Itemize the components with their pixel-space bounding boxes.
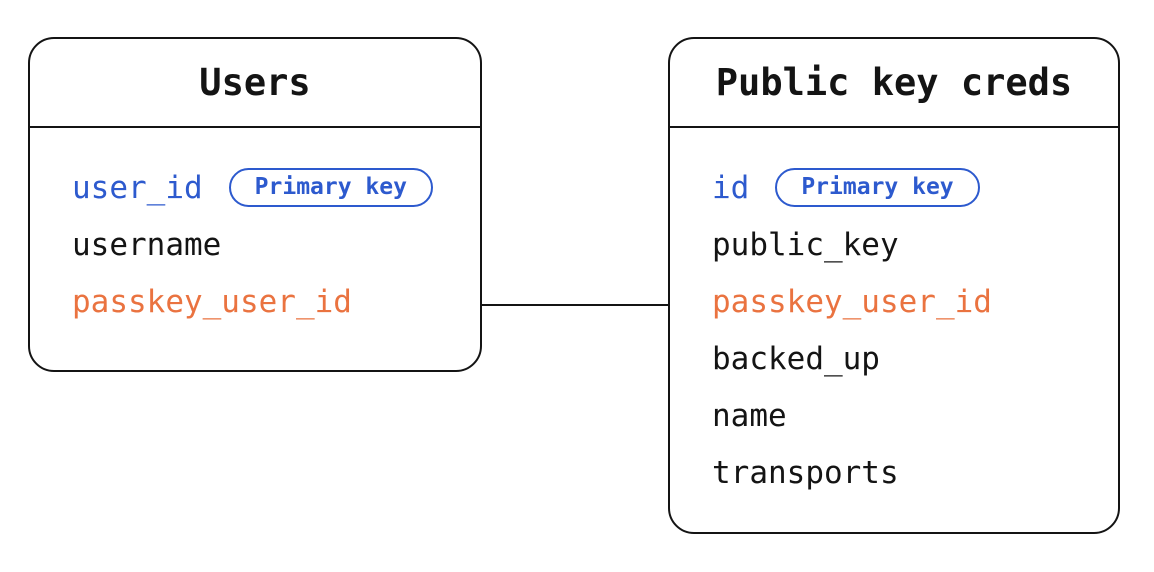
field-label-passkey-user-id: passkey_user_id <box>72 283 352 320</box>
field-row-passkey-user-id: passkey_user_id <box>712 273 1098 330</box>
field-label-transports: transports <box>712 454 899 491</box>
table-users-body: user_id Primary key username passkey_use… <box>30 128 480 330</box>
table-users-title: Users <box>199 61 311 104</box>
field-row-public-key: public_key <box>712 216 1098 273</box>
table-users-header: Users <box>30 39 480 128</box>
field-row-backed-up: backed_up <box>712 330 1098 387</box>
table-public-key-creds-header: Public key creds <box>670 39 1118 128</box>
field-row-transports: transports <box>712 444 1098 501</box>
field-label-name: name <box>712 397 787 434</box>
field-row-username: username <box>72 216 460 273</box>
field-label-backed-up: backed_up <box>712 340 880 377</box>
primary-key-badge: Primary key <box>228 168 433 207</box>
table-public-key-creds-body: id Primary key public_key passkey_user_i… <box>670 128 1118 501</box>
field-label-user-id: user_id <box>72 169 203 206</box>
table-users: Users user_id Primary key username passk… <box>28 37 482 372</box>
field-label-id: id <box>712 169 750 206</box>
primary-key-badge: Primary key <box>775 168 980 207</box>
table-public-key-creds-title: Public key creds <box>715 61 1073 104</box>
field-label-public-key: public_key <box>712 226 899 263</box>
field-row-passkey-user-id: passkey_user_id <box>72 273 460 330</box>
field-row-name: name <box>712 387 1098 444</box>
relationship-line <box>482 304 668 306</box>
field-label-passkey-user-id: passkey_user_id <box>712 283 992 320</box>
table-public-key-creds: Public key creds id Primary key public_k… <box>668 37 1120 534</box>
field-row-id: id Primary key <box>712 159 1098 216</box>
field-label-username: username <box>72 226 222 263</box>
field-row-user-id: user_id Primary key <box>72 159 460 216</box>
